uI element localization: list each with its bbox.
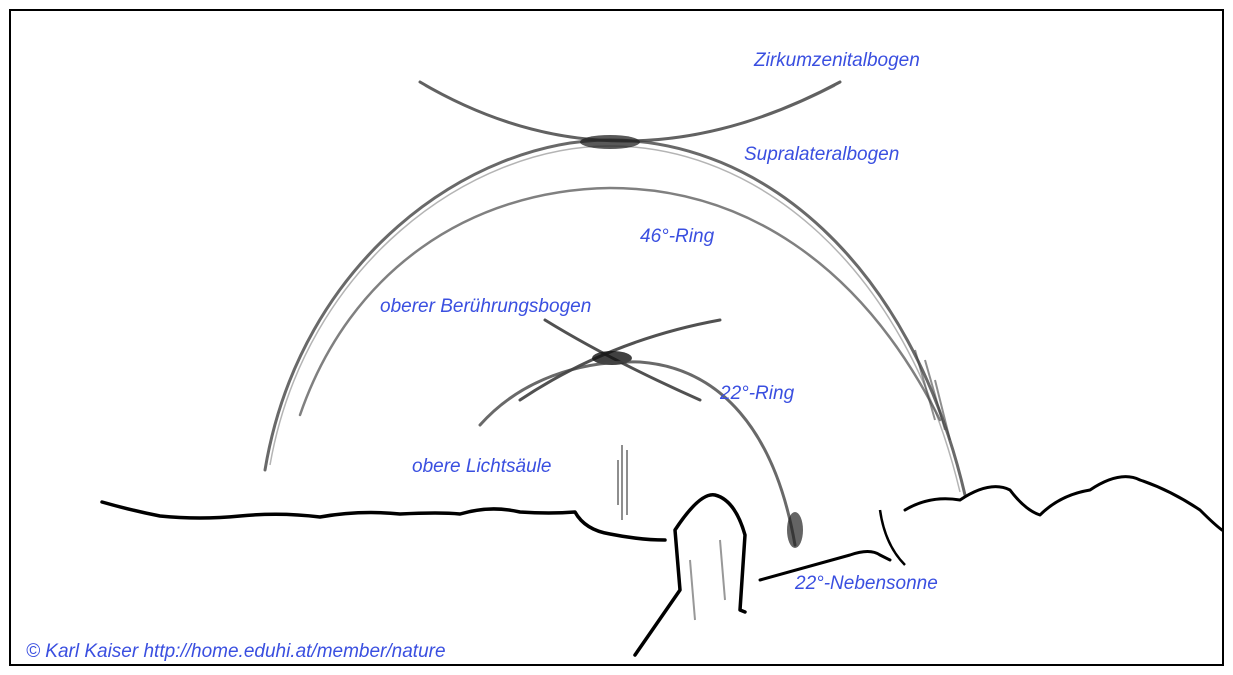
top-crossing: [580, 135, 640, 149]
label-oberer-beruehrungsbogen: oberer Berührungsbogen: [380, 297, 591, 316]
label-obere-lichtsaeule: obere Lichtsäule: [412, 457, 551, 476]
label-46-ring: 46°-Ring: [640, 227, 714, 246]
label-22-nebensonne: 22°-Nebensonne: [795, 574, 938, 593]
upper-sun-pillar: [618, 445, 627, 520]
tower-silhouette: [635, 495, 745, 655]
supralateral-arc: [265, 140, 965, 495]
credit-line: © Karl Kaiser http://home.eduhi.at/membe…: [26, 642, 446, 661]
right-hills: [760, 477, 1222, 580]
label-zirkumzenitalbogen: Zirkumzenitalbogen: [754, 51, 920, 70]
label-22-ring: 22°-Ring: [720, 384, 794, 403]
horizon-line: [102, 502, 665, 540]
parhelion-spot: [787, 512, 803, 548]
label-supralateralbogen: Supralateralbogen: [744, 145, 899, 164]
